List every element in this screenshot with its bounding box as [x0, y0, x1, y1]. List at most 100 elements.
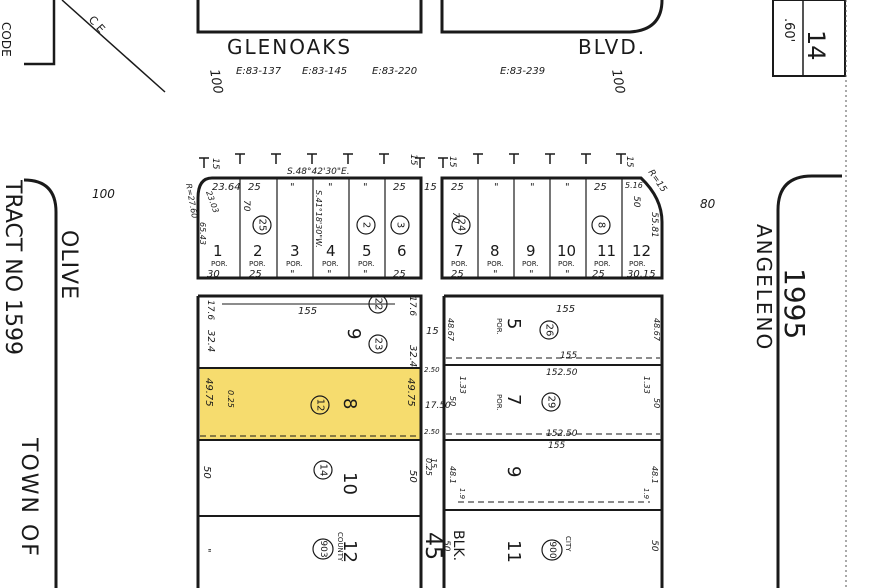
street-name-blvd: BLVD. [578, 35, 646, 59]
block-label-val: 50 [441, 540, 451, 552]
dim-misc-5581: 55.81 [649, 212, 659, 238]
bearing-north: S.48°42'30"E. [287, 167, 350, 177]
lot-3: 3 [290, 242, 300, 260]
lot-12: 12 [632, 242, 651, 260]
parcel-24: 24 [456, 219, 467, 232]
north-row-lot-lines [239, 178, 623, 278]
lot7-parcel-29: 29 [546, 396, 557, 409]
lot10-parcel-14: 14 [318, 464, 329, 477]
lot11-city: CITY [564, 536, 572, 552]
parcel-8: 8 [596, 222, 607, 228]
por-10: POR. [558, 260, 575, 268]
west-block-outline [196, 294, 423, 588]
lot9e-right: 48.1 [650, 466, 659, 484]
north-row-lot-numbers: 1 2 3 4 5 6 7 8 9 10 11 12 [213, 242, 651, 260]
dim-misc-50: 50 [631, 196, 641, 208]
por-11: POR. [594, 260, 611, 268]
lot5-front: 155 [556, 304, 575, 315]
lot7-left: 1.33 [458, 376, 467, 394]
por-1: POR. [211, 260, 228, 268]
bearing-west: S.41°18'30"W. [314, 190, 323, 248]
dim-n-13: 5.16 [625, 181, 643, 190]
easement-2: E:83-145 [302, 66, 347, 77]
street-width-olive: 100 [92, 187, 115, 201]
por-3: POR. [286, 260, 303, 268]
lot12-parcel-903: 903 [318, 540, 328, 557]
lot9-number: 9 [343, 328, 364, 339]
map-book-year: 1995 [778, 268, 811, 339]
lot9e-front2: 155 [548, 441, 565, 451]
dim-n-10: " [530, 182, 535, 193]
lot8-mid: 0.25 [226, 390, 235, 408]
lot10-left: 50 [201, 466, 212, 479]
dim-s-5: " [363, 269, 368, 280]
por-12: POR. [629, 260, 646, 268]
dim-n-1: 23.64 [212, 182, 241, 193]
lot9-parcel-23: 23 [373, 338, 384, 351]
alley-w4: 15 [429, 458, 438, 468]
alley-w3: 0.25 [424, 458, 433, 476]
dim-n-5: " [363, 182, 368, 193]
dim-n-2: 25 [248, 182, 261, 193]
lot9-parcel-22: 22 [373, 298, 384, 311]
parcel-25: 25 [257, 219, 268, 232]
lot8-left: 49.75 [203, 378, 214, 407]
dim-n-3: " [290, 182, 295, 193]
dim-n-12: 25 [594, 182, 607, 193]
lot9-front: 155 [298, 306, 317, 317]
block-number: 45 [420, 532, 445, 560]
block-outline-northwest [196, 0, 423, 34]
lot5-front2: 155 [560, 351, 577, 361]
lot11-right: 50 [649, 540, 659, 552]
lot8-number: 8 [339, 398, 360, 409]
lot12-county: COUNTY [336, 532, 344, 562]
diagonal-marks: C E [86, 13, 108, 35]
dim-s-11: 25 [592, 269, 605, 280]
dim-top-4: 15 [624, 156, 634, 168]
code-box [24, 0, 56, 66]
lot9e-front: 152.50 [546, 429, 578, 439]
lot7-por: POR. [495, 394, 503, 411]
dim-top-1: 15 [210, 158, 220, 170]
lot-5: 5 [362, 242, 372, 260]
dim-n-6: 25 [393, 182, 406, 193]
lot5-parcel-26: 26 [544, 324, 555, 337]
corner-box [772, 0, 846, 77]
dim-n-9: " [494, 182, 499, 193]
code-label: CODE [0, 22, 13, 57]
lot7-left2: 50 [448, 396, 457, 406]
dim-s-6: 25 [393, 269, 406, 280]
lot9-right-a: 17.6 [407, 296, 417, 316]
diagonal-line [61, 0, 166, 93]
lot-2: 2 [253, 242, 263, 260]
lot9-left-a: 17.6 [205, 300, 215, 320]
street-name-angeleno: ANGELENO [752, 224, 776, 351]
curve-radius: R=27.60 [184, 183, 199, 219]
lot-9: 9 [526, 242, 536, 260]
alley-e1: 2.50 [424, 366, 440, 374]
lot9-left-b: 32.4 [205, 330, 216, 352]
corner-number: 14 [802, 30, 830, 61]
lot8-parcel-12: 12 [315, 399, 326, 412]
alley-w1: 15 [426, 326, 439, 337]
dim-s-9: " [529, 269, 534, 280]
lot9-right-b: 32.4 [407, 345, 418, 367]
north-row-top-dims: 23.64 25 " " " 25 15 25 " " " 25 5.16 [212, 181, 643, 193]
north-row-por-labels: POR. POR. POR. POR. POR. POR. POR. POR. … [211, 260, 646, 268]
north-block-east [440, 176, 664, 280]
lot8-right: 49.75 [405, 378, 416, 407]
dim-s-4: " [327, 269, 332, 280]
dim-s-1: 30 [207, 269, 220, 280]
dim-misc-chord: 23.03 [204, 190, 220, 215]
dim-s-10: " [565, 269, 570, 280]
street-width-glenoaks-left: 100 [206, 68, 225, 95]
tract-label: TRACT NO 1599 [0, 179, 25, 355]
easement-3: E:83-220 [372, 66, 417, 77]
street-name-olive: OLIVE [56, 230, 81, 300]
olive-curb-west [23, 178, 58, 588]
lot-11: 11 [597, 242, 616, 260]
por-2: POR. [249, 260, 266, 268]
lot9e-right2: 1.9 [642, 488, 650, 500]
lot5-left: 48.67 [446, 318, 455, 342]
lot7-right2: 50 [652, 398, 661, 408]
